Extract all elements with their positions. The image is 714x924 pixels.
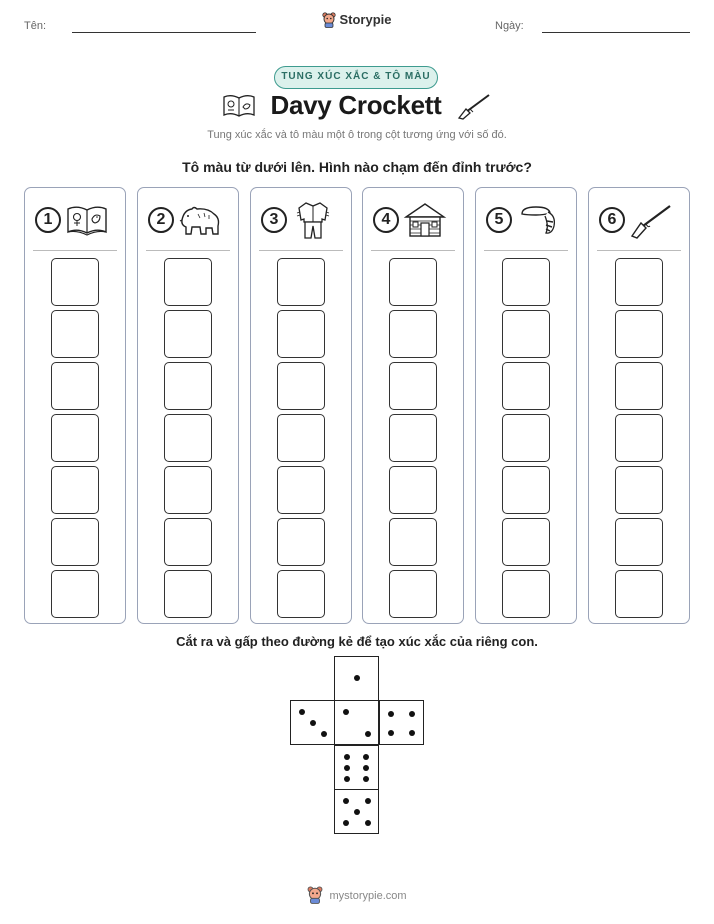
color-cell[interactable] — [277, 310, 325, 358]
title-text: Davy Crockett — [270, 90, 442, 120]
color-cell[interactable] — [51, 310, 99, 358]
color-cell[interactable] — [615, 518, 663, 566]
dice-face-6 — [334, 745, 379, 790]
rifle-title-icon — [451, 93, 491, 120]
dice-instruction: Cắt ra và gấp theo đường kẻ để tạo xúc x… — [176, 634, 538, 649]
brand-logo: Storypie — [0, 12, 714, 31]
color-cell[interactable] — [615, 258, 663, 306]
color-cell[interactable] — [164, 518, 212, 566]
column-4: 4 — [362, 187, 464, 624]
color-cell[interactable] — [277, 466, 325, 514]
color-cell[interactable] — [277, 570, 325, 618]
log-cabin-icon — [403, 200, 447, 240]
instruction: Tô màu từ dưới lên. Hình nào chạm đến đỉ… — [182, 159, 532, 175]
color-cell[interactable] — [615, 414, 663, 462]
dice-face-5 — [334, 789, 379, 834]
color-cell[interactable] — [51, 466, 99, 514]
color-cell[interactable] — [615, 570, 663, 618]
color-cell[interactable] — [51, 518, 99, 566]
storypie-bear-icon — [322, 12, 337, 31]
color-cell[interactable] — [502, 414, 550, 462]
color-cell[interactable] — [164, 310, 212, 358]
column-3: 3 — [250, 187, 352, 624]
rifle-icon — [629, 200, 673, 240]
color-cell[interactable] — [389, 310, 437, 358]
color-cell[interactable] — [277, 414, 325, 462]
date-line — [542, 32, 690, 33]
color-cell[interactable] — [51, 258, 99, 306]
buckskin-outfit-icon — [291, 200, 335, 240]
color-cell[interactable] — [615, 310, 663, 358]
color-cell[interactable] — [164, 414, 212, 462]
date-label: Ngày: — [495, 20, 524, 32]
book-icon — [65, 200, 109, 240]
dice-face-1 — [334, 656, 379, 701]
bear-icon — [178, 200, 222, 240]
color-cell[interactable] — [615, 362, 663, 410]
color-cell[interactable] — [277, 362, 325, 410]
column-number: 2 — [148, 207, 174, 233]
color-cell[interactable] — [51, 414, 99, 462]
column-1: 1 — [24, 187, 126, 624]
color-cell[interactable] — [389, 362, 437, 410]
column-number: 5 — [486, 207, 512, 233]
color-cell[interactable] — [502, 518, 550, 566]
column-number: 3 — [261, 207, 287, 233]
dice-face-2 — [334, 700, 379, 745]
column-number: 1 — [35, 207, 61, 233]
color-cell[interactable] — [502, 362, 550, 410]
color-cell[interactable] — [502, 570, 550, 618]
name-line — [72, 32, 256, 33]
column-6: 6 — [588, 187, 690, 624]
color-cell[interactable] — [389, 258, 437, 306]
color-cell[interactable] — [51, 570, 99, 618]
color-cell[interactable] — [277, 258, 325, 306]
color-cell[interactable] — [389, 466, 437, 514]
color-cell[interactable] — [164, 570, 212, 618]
color-cell[interactable] — [389, 414, 437, 462]
color-cell[interactable] — [51, 362, 99, 410]
column-number: 4 — [373, 207, 399, 233]
brand-name: Storypie — [339, 12, 392, 27]
column-5: 5 — [475, 187, 577, 624]
color-cell[interactable] — [502, 466, 550, 514]
color-cell[interactable] — [164, 466, 212, 514]
color-cell[interactable] — [502, 310, 550, 358]
color-cell[interactable] — [502, 258, 550, 306]
footer: mystorypie.com — [0, 886, 714, 904]
coonskin-cap-icon — [516, 200, 560, 240]
storypie-bear-icon — [307, 886, 329, 904]
color-cell[interactable] — [164, 362, 212, 410]
color-cell[interactable] — [164, 258, 212, 306]
subtitle: Tung xúc xắc và tô màu một ô trong cột t… — [207, 129, 507, 141]
color-cell[interactable] — [277, 518, 325, 566]
page-title: Davy Crockett — [0, 90, 714, 121]
activity-badge: TUNG XÚC XẮC & TÔ MÀU — [274, 66, 438, 89]
footer-url[interactable]: mystorypie.com — [329, 890, 407, 902]
column-2: 2 — [137, 187, 239, 624]
color-cell[interactable] — [389, 570, 437, 618]
dice-face-3 — [290, 700, 335, 745]
book-title-icon — [222, 94, 260, 117]
color-cell[interactable] — [615, 466, 663, 514]
color-cell[interactable] — [389, 518, 437, 566]
dice-face-4 — [379, 700, 424, 745]
name-label: Tên: — [24, 20, 47, 32]
column-number: 6 — [599, 207, 625, 233]
